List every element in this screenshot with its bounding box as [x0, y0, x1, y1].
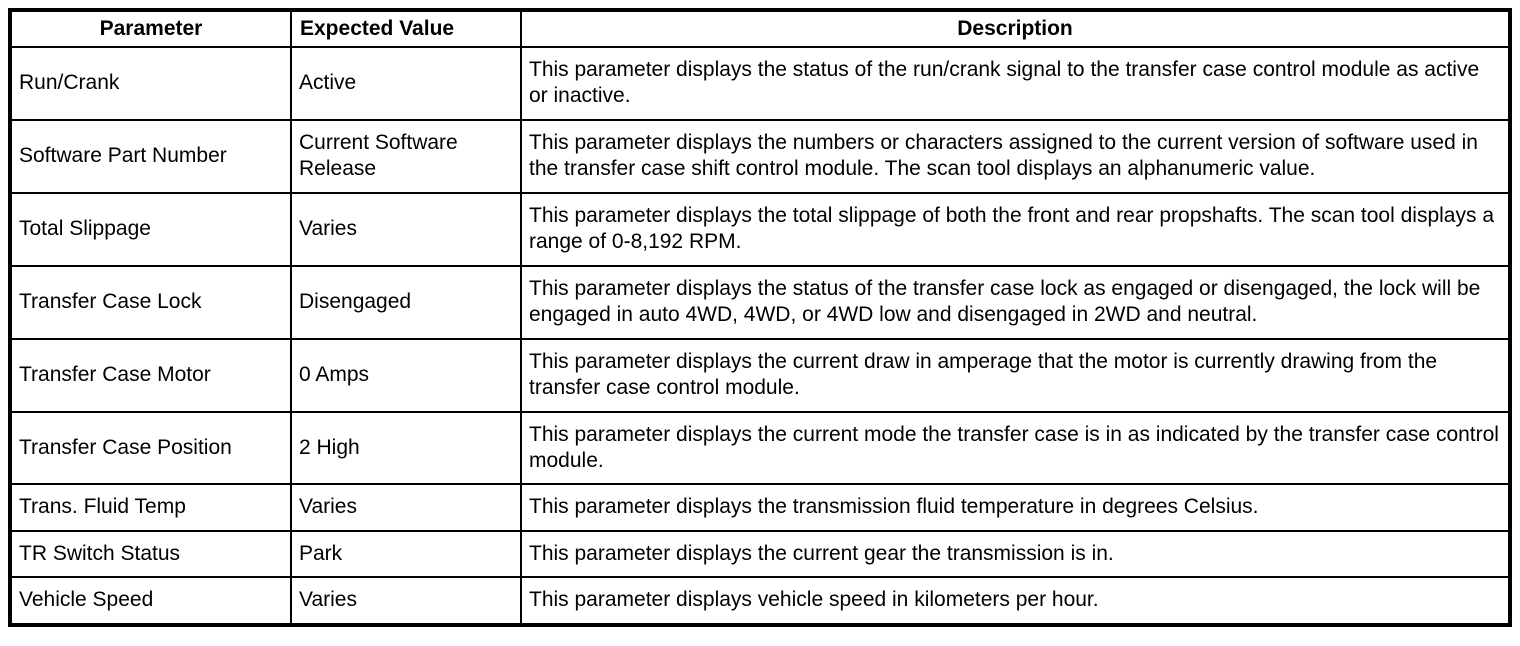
parameter-cell: TR Switch Status	[9, 529, 292, 579]
table-row: Trans. Fluid Temp Varies This parameter …	[9, 483, 1511, 532]
header-description: Description	[520, 9, 1511, 48]
expected-value-cell: Current Software Release	[290, 118, 522, 194]
description-cell: This parameter displays the current draw…	[520, 337, 1511, 413]
header-expected-value: Expected Value	[290, 9, 522, 48]
header-row: Parameter Expected Value Description	[9, 9, 1511, 48]
table-row: Transfer Case Position 2 High This param…	[9, 410, 1511, 486]
expected-value-cell: Disengaged	[290, 264, 522, 340]
header-parameter: Parameter	[9, 9, 292, 48]
expected-value-cell: 0 Amps	[290, 337, 522, 413]
table-row: Run/Crank Active This parameter displays…	[9, 46, 1511, 121]
description-cell: This parameter displays the total slippa…	[520, 191, 1511, 267]
parameter-cell: Transfer Case Position	[9, 410, 292, 486]
parameter-cell: Total Slippage	[9, 191, 292, 267]
expected-value-cell: Park	[290, 529, 522, 579]
parameter-cell: Transfer Case Motor	[9, 337, 292, 413]
description-cell: This parameter displays the transmission…	[520, 483, 1511, 532]
expected-value-cell: Varies	[290, 576, 522, 626]
parameter-cell: Software Part Number	[9, 118, 292, 194]
table-body: Run/Crank Active This parameter displays…	[9, 46, 1511, 626]
description-cell: This parameter displays the numbers or c…	[520, 118, 1511, 194]
description-cell: This parameter displays the current mode…	[520, 410, 1511, 486]
parameter-cell: Transfer Case Lock	[9, 264, 292, 340]
description-cell: This parameter displays vehicle speed in…	[520, 576, 1511, 626]
table-row: Transfer Case Motor 0 Amps This paramete…	[9, 337, 1511, 413]
expected-value-cell: 2 High	[290, 410, 522, 486]
parameter-cell: Trans. Fluid Temp	[9, 483, 292, 532]
parameters-table: Parameter Expected Value Description Run…	[8, 8, 1512, 627]
expected-value-cell: Varies	[290, 483, 522, 532]
description-cell: This parameter displays the status of th…	[520, 46, 1511, 121]
parameter-cell: Vehicle Speed	[9, 576, 292, 626]
table-row: Software Part Number Current Software Re…	[9, 118, 1511, 194]
table-row: Transfer Case Lock Disengaged This param…	[9, 264, 1511, 340]
table-row: Vehicle Speed Varies This parameter disp…	[9, 576, 1511, 626]
description-cell: This parameter displays the current gear…	[520, 529, 1511, 579]
expected-value-cell: Varies	[290, 191, 522, 267]
table-row: Total Slippage Varies This parameter dis…	[9, 191, 1511, 267]
table-header: Parameter Expected Value Description	[9, 9, 1511, 48]
expected-value-cell: Active	[290, 46, 522, 121]
table-row: TR Switch Status Park This parameter dis…	[9, 529, 1511, 579]
description-cell: This parameter displays the status of th…	[520, 264, 1511, 340]
parameter-cell: Run/Crank	[9, 46, 292, 121]
